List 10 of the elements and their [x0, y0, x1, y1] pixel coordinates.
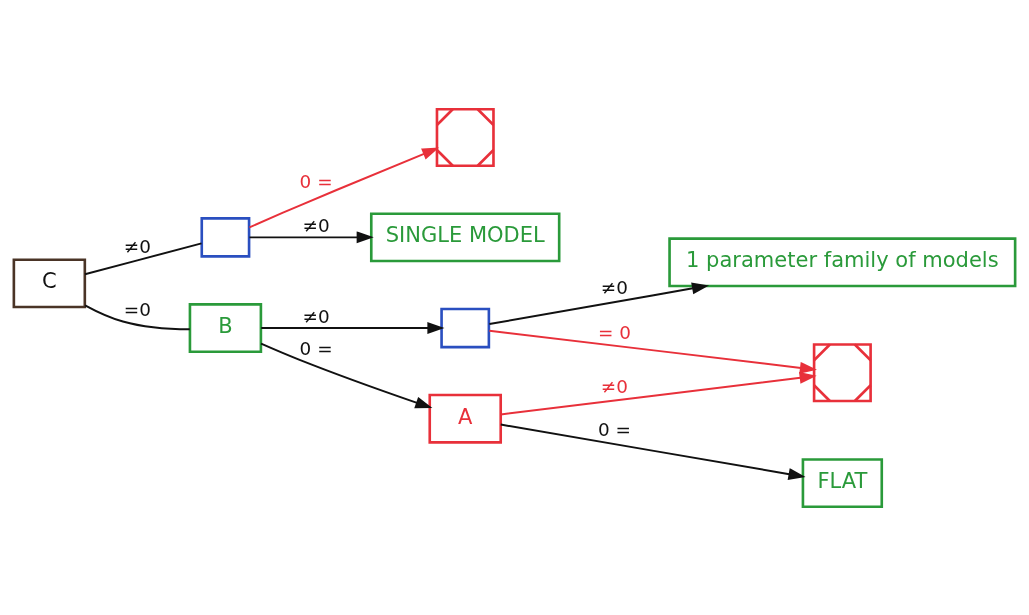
- edge-label: ≠0: [600, 375, 628, 397]
- edge-label: 0 =: [299, 170, 333, 192]
- edge-label: =0: [123, 298, 151, 320]
- edge-label: ≠0: [600, 276, 628, 298]
- edge-label: 0 =: [597, 418, 631, 440]
- edge-label: = 0: [597, 321, 631, 343]
- edge-label: ≠0: [302, 305, 330, 327]
- edge-label: ≠0: [123, 235, 151, 257]
- edge-label: 0 =: [299, 337, 333, 359]
- edge-label: ≠0: [302, 214, 330, 236]
